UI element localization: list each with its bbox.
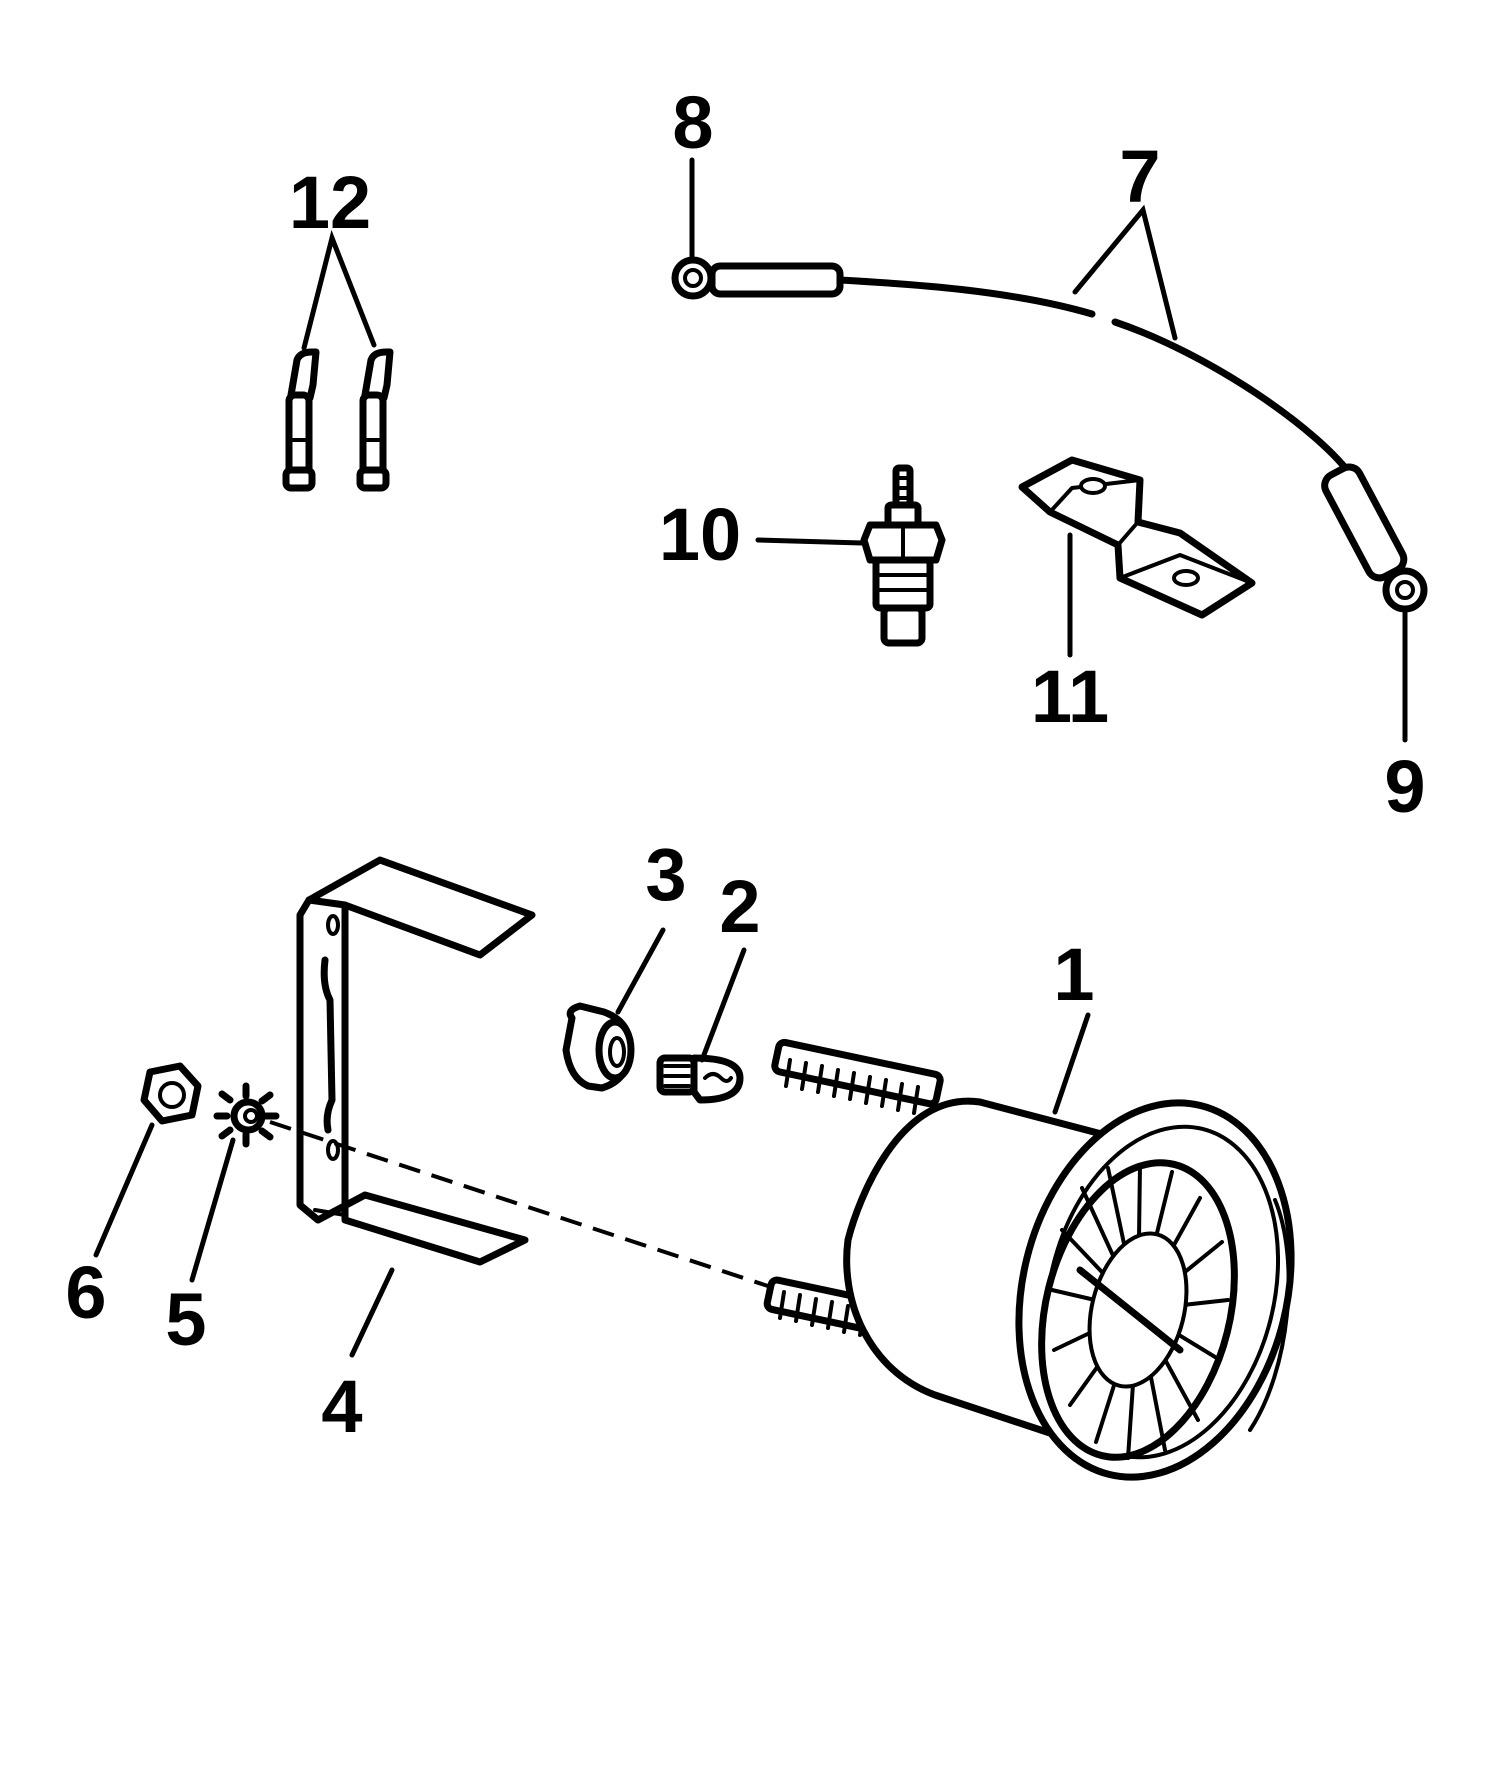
part-12-terminals: [282, 229, 394, 492]
part-7-wire-lead: [671, 157, 1428, 743]
label-8: 8: [672, 81, 713, 164]
leader-7: [1072, 204, 1178, 341]
part-3-lamp-socket: [562, 927, 666, 1092]
leader-12: [301, 229, 377, 351]
part-11-mounting-strap: [1018, 456, 1256, 658]
part-2-bulb: [656, 947, 747, 1104]
label-7: 7: [1119, 135, 1160, 218]
part-10-temperature-sender: [755, 464, 946, 647]
leader-4: [349, 1267, 395, 1358]
terminal-left: [282, 348, 320, 492]
label-4: 4: [321, 1365, 362, 1448]
label-1: 1: [1053, 933, 1094, 1016]
leader-2: [699, 947, 747, 1063]
terminal-sleeve-9: [1321, 463, 1408, 582]
leader-3: [615, 927, 666, 1015]
label-2: 2: [719, 865, 760, 948]
part-5-lock-washer: [189, 1082, 280, 1283]
label-10: 10: [659, 493, 741, 576]
terminal-sleeve-8: [708, 262, 844, 298]
label-11: 11: [1031, 655, 1109, 738]
part-6-hex-nut: [93, 1062, 202, 1258]
assembly-centerline: [269, 1120, 781, 1292]
part-1-gauge: [763, 1012, 1295, 1481]
label-5: 5: [165, 1278, 206, 1361]
leader-1: [1052, 1012, 1091, 1115]
terminal-right: [356, 348, 394, 492]
gauge-needle: [1076, 1266, 1184, 1354]
label-3: 3: [645, 833, 686, 916]
leader-5: [189, 1137, 236, 1283]
leader-6: [93, 1122, 155, 1258]
label-6: 6: [65, 1251, 106, 1334]
leader-10: [755, 537, 865, 546]
label-12: 12: [289, 161, 371, 244]
part-4-bracket: [296, 856, 536, 1358]
label-9: 9: [1384, 745, 1425, 828]
